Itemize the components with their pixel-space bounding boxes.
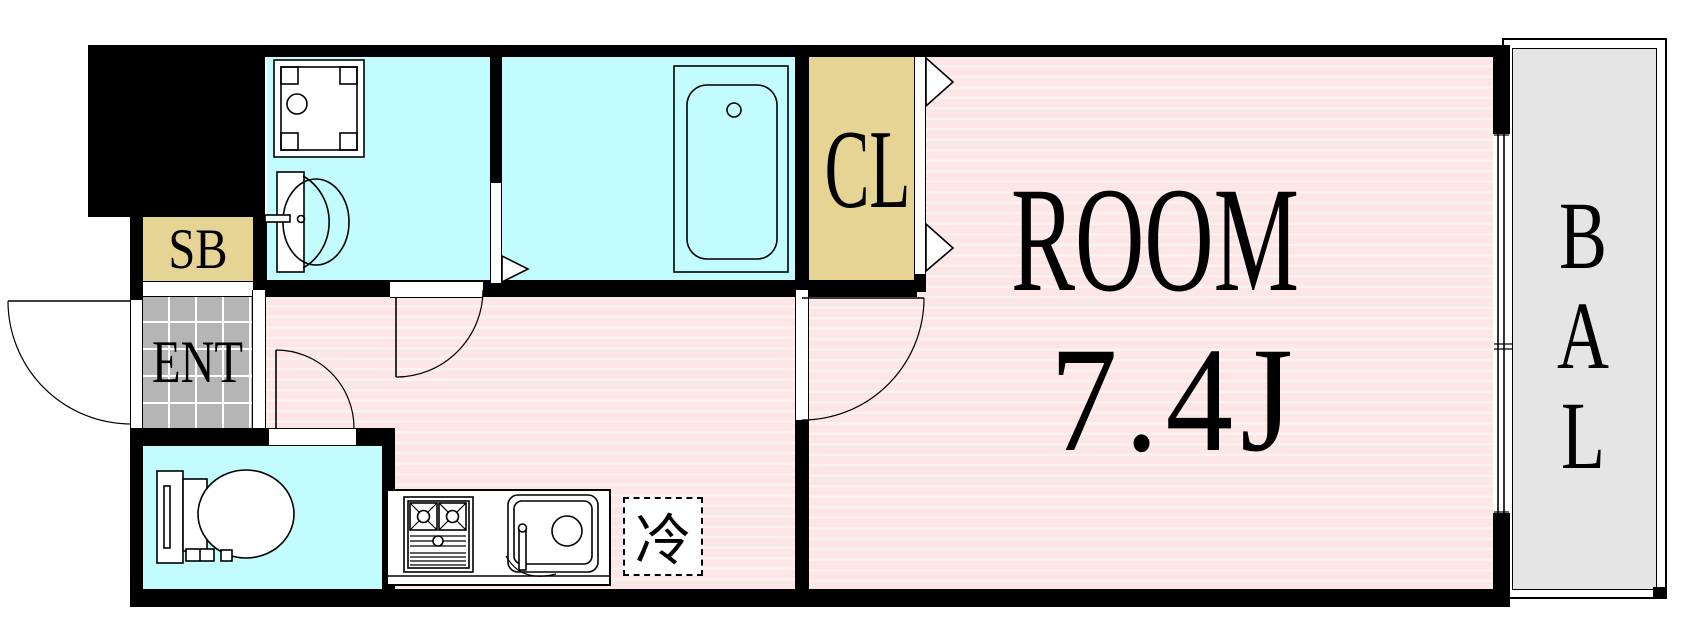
- shoe-box-threshold: [143, 281, 253, 297]
- washroom-door-swing: [395, 289, 484, 378]
- washroom-sink: [264, 171, 350, 273]
- bathroom-floor: [502, 57, 795, 283]
- entrance-step-edge: [252, 290, 266, 428]
- balcony-label: B A L: [1508, 186, 1658, 486]
- balcony-letter-b: B: [1558, 182, 1608, 289]
- balcony-window-glazing: [1494, 134, 1512, 513]
- toilet: [156, 469, 295, 564]
- shoe-box-label: SB: [168, 217, 228, 281]
- wall-hall-room-lower: [795, 420, 809, 595]
- stove: [403, 496, 474, 573]
- refrigerator-label: 冷: [635, 511, 691, 573]
- closet-label: CL: [824, 108, 911, 232]
- wall-bath-room: [795, 57, 809, 290]
- balcony-area: [1512, 48, 1657, 590]
- room-door-swing: [801, 297, 925, 421]
- adjacent-unit-block: [88, 45, 265, 217]
- bath-folding-door-icon: [501, 254, 530, 284]
- front-door-opening: [130, 300, 143, 428]
- room-size-label: 7.4J: [1049, 317, 1301, 483]
- bathtub: [673, 65, 789, 273]
- wall-window-bottom: [1493, 513, 1510, 607]
- entrance-label: ENT: [152, 329, 243, 395]
- closet-folding-door-icons: [925, 56, 955, 273]
- room-label: ROOM: [1010, 157, 1300, 323]
- bath-door-opening: [490, 183, 502, 283]
- washroom-door-sill: [390, 281, 483, 298]
- wall-closet-stub: [914, 272, 926, 292]
- wall-sb-washroom: [253, 217, 267, 297]
- toilet-door-swing: [275, 349, 355, 429]
- outer-wall-bottom: [130, 589, 1510, 607]
- balcony-letter-l: L: [1561, 382, 1605, 489]
- closet-area: [809, 57, 914, 283]
- closet-door-track: [914, 57, 926, 274]
- balcony-corner-post: [1653, 587, 1667, 599]
- wall-washroom-bath: [490, 57, 502, 183]
- toilet-door-sill: [269, 428, 356, 446]
- entrance-tile-floor: [143, 296, 252, 428]
- room-door-opening: [795, 290, 809, 420]
- outer-wall-top: [88, 45, 1510, 57]
- kitchen-counter: [386, 489, 611, 586]
- washing-machine-pad: [273, 59, 365, 158]
- refrigerator-space: 冷: [623, 497, 703, 576]
- wall-toilet-left: [130, 446, 143, 596]
- kitchen-sink: [505, 494, 599, 577]
- wall-left-of-sb: [130, 215, 143, 303]
- front-door-swing: [7, 300, 132, 425]
- shoe-box-area: [143, 217, 253, 281]
- balcony-letter-a: A: [1556, 282, 1609, 389]
- wall-window-top: [1493, 45, 1510, 134]
